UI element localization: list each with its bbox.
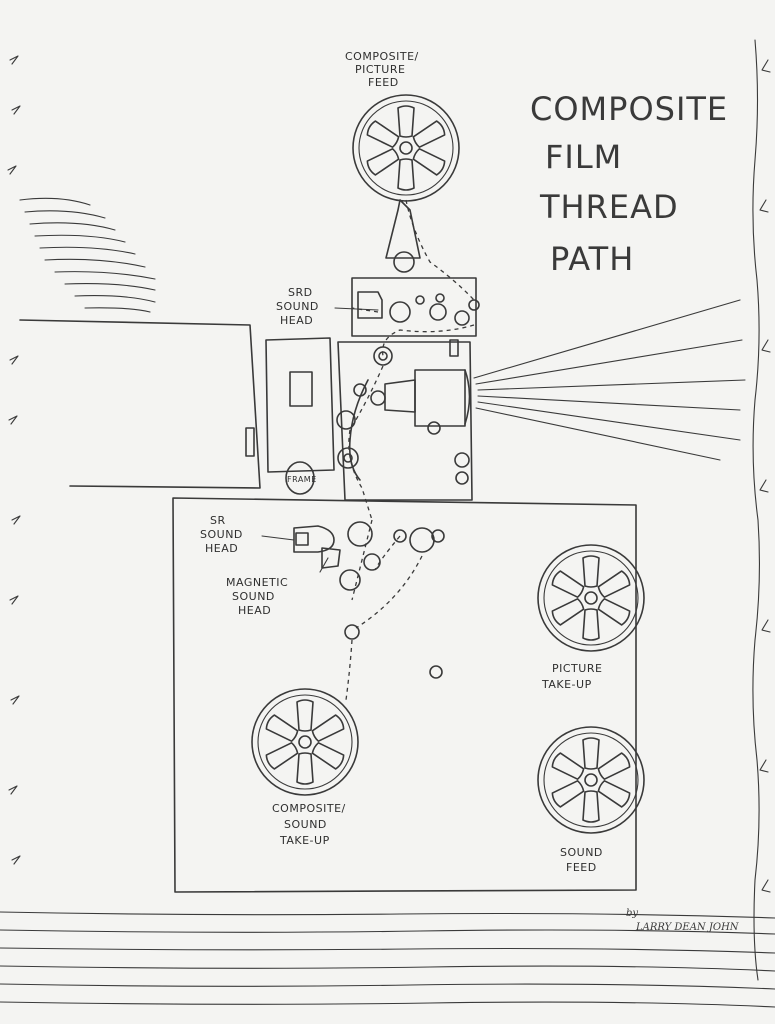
platter-deck (172, 497, 637, 893)
feed-arm (385, 199, 421, 273)
projector-head (265, 337, 473, 501)
label-srd-2: SOUND (276, 300, 319, 313)
label-picture-take-up-2: TAKE-UP (541, 678, 592, 691)
left-margin-squiggles (7, 55, 21, 865)
light-beam (473, 299, 746, 461)
sound-feed-reel (537, 726, 645, 834)
bottom-ruled-lines (0, 911, 775, 1008)
lower-sound-heads (293, 521, 445, 679)
label-magnetic-3: HEAD (238, 604, 271, 617)
signature-by: by (626, 908, 638, 919)
label-composite-picture-feed-3: FEED (368, 76, 399, 89)
composite-picture-feed-reel (352, 94, 460, 202)
label-composite-picture-feed-1: COMPOSITE/ (345, 50, 419, 63)
label-composite-sound-take-up-1: COMPOSITE/ (272, 802, 346, 815)
right-margin-squiggles (752, 39, 771, 981)
label-sr-2: SOUND (200, 528, 243, 541)
label-magnetic-2: SOUND (232, 590, 275, 603)
label-composite-sound-take-up-2: SOUND (284, 818, 327, 831)
label-srd-3: HEAD (280, 314, 313, 327)
label-srd-1: SRD (288, 286, 313, 299)
lamp-house (19, 319, 261, 489)
title-line-4: PATH (550, 240, 634, 278)
label-picture-take-up-1: PICTURE (552, 662, 602, 675)
label-sound-feed-2: FEED (566, 861, 597, 874)
title-line-2: FILM (545, 138, 622, 176)
srd-sound-head-block (351, 277, 480, 357)
title-line-3: THREAD (539, 188, 679, 226)
label-composite-sound-take-up-3: TAKE-UP (279, 834, 330, 847)
picture-take-up-reel (537, 544, 645, 652)
label-sr-1: SR (210, 514, 226, 527)
title-line-1: COMPOSITE (530, 90, 728, 128)
label-leader-lines (261, 307, 379, 573)
composite-sound-take-up-reel (251, 688, 359, 796)
frame-knob-label: FRAME (287, 475, 317, 484)
label-sr-3: HEAD (205, 542, 238, 555)
hatched-shade (19, 197, 156, 313)
signature-name: LARRY DEAN JOHN (635, 922, 740, 933)
label-magnetic-1: MAGNETIC (226, 576, 288, 589)
label-composite-picture-feed-2: PICTURE (355, 63, 405, 76)
thread-path-arrows (345, 199, 475, 701)
label-sound-feed-1: SOUND (560, 846, 603, 859)
